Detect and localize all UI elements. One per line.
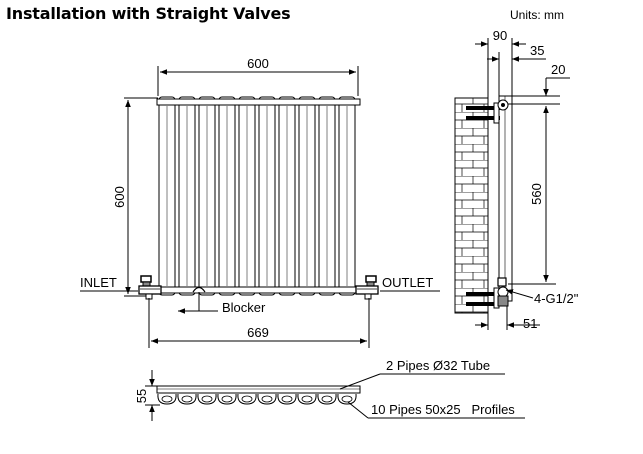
profile-section-inner [321,395,333,403]
inlet-label: INLET [80,275,117,290]
side-dim-90-label: 90 [493,28,507,43]
top-view-tube [156,385,361,394]
outlet-label-group: OUTLET [380,275,440,292]
top-dim-55: 55 [134,370,160,421]
bottom-header [156,286,361,294]
profile-section-inner [161,395,173,403]
side-dim-20: 20 [508,62,570,105]
profile-section-inner [201,395,213,403]
profile-section-inner [341,395,353,403]
side-dim-51: 51 [475,306,540,331]
profile-section [317,393,337,405]
side-dim-560-label: 560 [529,183,544,205]
profile-section-inner [241,395,253,403]
radiator-side-profile [498,95,513,302]
connection-callout: 4-G1/2" [505,289,579,306]
top-dim-55-label: 55 [134,389,149,403]
front-width-label: 600 [247,56,269,71]
radiator-pipes [158,96,356,296]
side-dim-560: 560 [508,106,556,285]
overall-width-label: 669 [247,325,269,340]
brick-wall [454,97,489,314]
side-dim-35-label: 35 [530,43,544,58]
overall-width-dimension: 669 [148,298,370,348]
outlet-label: OUTLET [382,275,433,290]
blocker: Blocker [178,286,266,315]
side-dim-90: 90 [475,28,526,98]
front-height-dimension: 600 [112,97,158,297]
page-title: Installation with Straight Valves [6,4,291,23]
side-dim-35: 35 [487,43,546,96]
profile-section [217,393,237,405]
profile-section [297,393,317,405]
profile-label: 10 Pipes 50x25 Profiles [371,402,515,417]
blocker-label: Blocker [222,300,266,315]
front-width-dimension: 600 [157,56,359,96]
profile-section [197,393,217,405]
profile-section [237,393,257,405]
profile-section-inner [181,395,193,403]
profile-section [337,393,357,405]
top-view-profiles [157,393,357,405]
tube-label: 2 Pipes Ø32 Tube [386,358,490,373]
bottom-wall-bracket [466,277,509,309]
profile-section-inner [221,395,233,403]
top-header [156,98,361,106]
tube-callout: 2 Pipes Ø32 Tube [339,358,505,390]
profile-section-inner [301,395,313,403]
side-dim-20-label: 20 [551,62,565,77]
side-dim-51-label: 51 [523,316,537,331]
side-view: 90 35 20 560 4-G1/2" [454,28,579,331]
profile-section [177,393,197,405]
outlet-valve [355,275,379,300]
inlet-valve [138,275,162,300]
profile-section [157,393,177,405]
profile-section [277,393,297,405]
inlet-label-group: INLET [80,275,138,292]
top-view: 55 2 Pipes Ø32 Tube 10 Pipes 50x25 Profi… [134,358,525,421]
front-height-label: 600 [112,186,127,208]
connection-label: 4-G1/2" [534,291,579,306]
profile-callout: 10 Pipes 50x25 Profiles [347,401,525,419]
profile-section-inner [261,395,273,403]
front-view: 600 600 Blocker [80,56,440,348]
profile-section [257,393,277,405]
profile-section-inner [281,395,293,403]
top-wall-bracket [466,99,509,124]
units-label: Units: mm [510,8,564,22]
